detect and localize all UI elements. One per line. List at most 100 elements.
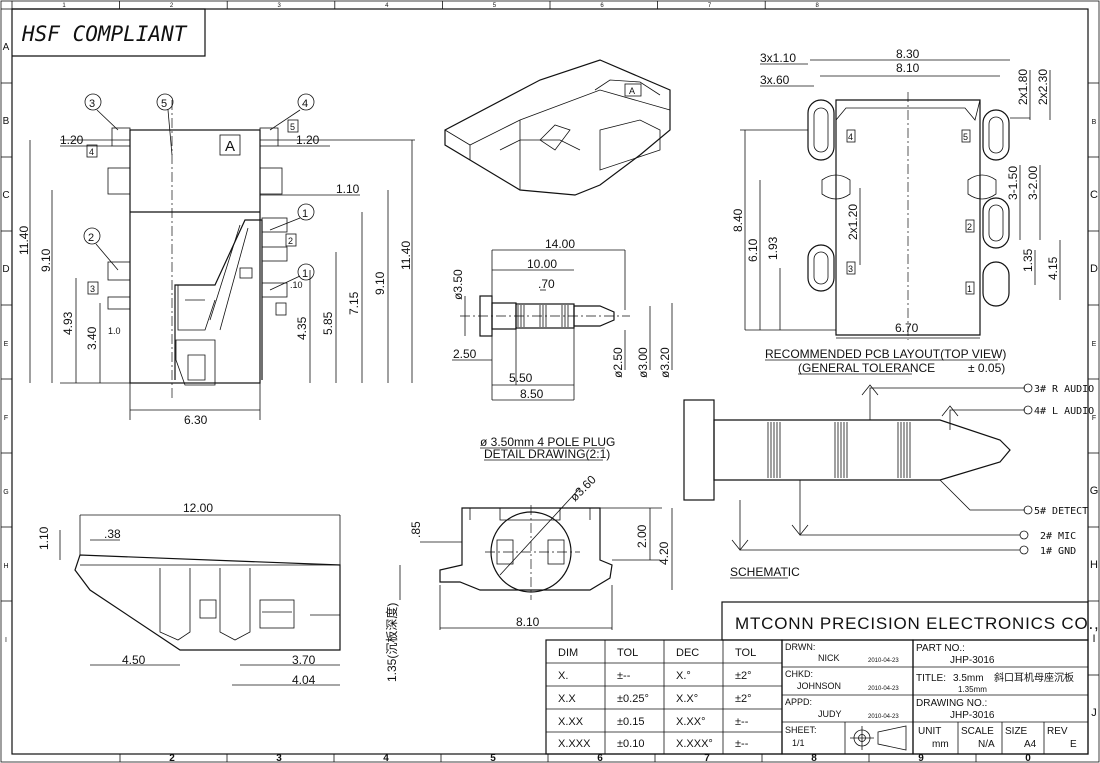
svg-text:A: A [225, 138, 235, 155]
dim-label: 11.40 [17, 226, 31, 255]
title-cn: 斜口耳机母座沉板 [994, 671, 1074, 684]
dim-label: 8.30 [896, 47, 920, 61]
size-label: SIZE [1005, 726, 1028, 737]
callout-label: 2 [88, 232, 94, 244]
sheet-value: 1/1 [792, 738, 805, 748]
dim-label: 3.70 [292, 653, 316, 667]
dim-label: 1.20 [60, 133, 84, 147]
dim-label: 4.04 [292, 673, 316, 687]
grid-label-left: F [4, 415, 8, 422]
grid-label-bottom: 2 [169, 753, 175, 763]
dim-label: 8.50 [520, 387, 544, 401]
grid-label-left: H [3, 563, 8, 570]
drawing-value: JHP-3016 [950, 710, 995, 721]
dim-label: 7.15 [347, 291, 361, 315]
callout-label: 1 [302, 268, 308, 280]
tol-cell: X. [558, 670, 568, 682]
grid-label-left: C [2, 190, 9, 201]
schematic-pin-label: 1# GND [1040, 546, 1076, 557]
schematic [683, 383, 1033, 579]
pad-label: 4 [848, 132, 853, 142]
grid-label-left: G [3, 489, 8, 496]
dim-label: 2x2.30 [1036, 69, 1050, 105]
title-block-labels: MTCONN PRECISION ELECTRONICS CO.,LTD DIM… [558, 614, 1100, 750]
dim-label: .38 [104, 527, 121, 541]
dim-label: 1.35 [1021, 248, 1035, 272]
company-name: MTCONN PRECISION ELECTRONICS CO.,LTD [735, 614, 1100, 633]
end-view-labels: ø3.60 .85 2.00 4.20 8.10 1.35(沉板深度) [384, 472, 671, 682]
drawing-label: DRAWING NO.: [916, 698, 987, 709]
callout-label: 5 [161, 98, 167, 110]
dim-label: 14.00 [545, 237, 575, 251]
rev-value: E [1070, 739, 1077, 750]
dim-label: .70 [538, 277, 555, 291]
tol-cell: X.XX° [676, 716, 705, 728]
dim-label: 12.00 [183, 501, 213, 515]
dim-label: .10 [290, 280, 303, 290]
pad-label: 3 [848, 264, 853, 274]
tol-header: DIM [558, 647, 578, 659]
dim-label: 4.35 [295, 316, 309, 340]
dim-label: 4.50 [122, 653, 146, 667]
title-sub: 1.35mm [958, 685, 987, 694]
dim-label: 4.15 [1046, 256, 1060, 280]
pcb-caption: (GENERAL TOLERANCE [798, 361, 935, 375]
dim-label: 1.10 [336, 182, 360, 196]
dim-label: 4.93 [61, 311, 75, 335]
size-value: A4 [1024, 739, 1037, 750]
appd-label: APPD: [785, 697, 812, 707]
grid-label-left: E [4, 341, 9, 348]
part-label: PART NO.: [916, 643, 965, 654]
title-label: TITLE: [916, 673, 946, 684]
chkd-date: 2010-04-23 [868, 686, 899, 692]
schematic-pin-label: 3# R AUDIO [1034, 384, 1094, 395]
grid-label-top: 8 [816, 3, 820, 9]
svg-text:A: A [629, 86, 635, 96]
schematic-pin-label: 2# MIC [1040, 531, 1076, 542]
pin-tag: 3 [90, 284, 95, 294]
side-view-labels: 12.00 1.10 .38 4.50 3.70 4.04 [37, 501, 316, 687]
dim-label: 1.35(沉板深度) [384, 603, 399, 682]
tol-cell: ±0.25° [617, 693, 649, 705]
plug-caption: ø 3.50mm 4 POLE PLUG [480, 435, 615, 449]
projection-symbol-icon [850, 725, 907, 751]
dim-label: 1.93 [766, 236, 780, 260]
dim-label: 4.20 [657, 541, 671, 565]
dim-label: 3x.60 [760, 73, 790, 87]
pcb-labels: 8.30 8.10 3x1.10 3x.60 2x1.80 2x2.30 3-1… [731, 47, 1060, 375]
grid-label-right: D [1090, 263, 1098, 275]
dim-label: 5.50 [509, 371, 533, 385]
drwn-date: 2010-04-23 [868, 658, 899, 664]
plug-detail-labels: 14.00 10.00 .70 ø3.50 2.50 5.50 8.50 ø2.… [451, 237, 672, 461]
dim-label: 3-1.50 [1006, 166, 1020, 200]
tol-cell: X.XXX [558, 738, 591, 750]
tol-cell: ±0.10 [617, 738, 644, 750]
dim-label: .85 [409, 521, 423, 538]
tol-cell: ±-- [735, 716, 749, 728]
grid-label-right: E [1092, 341, 1097, 348]
dim-label: 3x1.10 [760, 51, 796, 65]
callout-label: 3 [89, 98, 95, 110]
grid-label-bottom: 7 [704, 753, 710, 763]
tol-cell: X.X [558, 693, 576, 705]
callout-label: 1 [302, 208, 308, 220]
tol-cell: ±-- [735, 738, 749, 750]
dim-label: 10.00 [527, 257, 557, 271]
chkd-value: JOHNSON [797, 681, 841, 691]
dim-label: 11.40 [399, 241, 413, 270]
grid-label-right: C [1090, 189, 1098, 201]
plug-detail [452, 249, 673, 461]
appd-value: JUDY [818, 709, 842, 719]
grid-label-right: J [1091, 707, 1097, 719]
unit-label: UNIT [918, 726, 941, 737]
dim-label: 1.20 [296, 133, 320, 147]
tol-cell: X.° [676, 670, 691, 682]
grid-label-left: D [2, 264, 9, 275]
side-view [59, 514, 341, 686]
grid-label-top: 5 [493, 3, 497, 9]
grid-label-bottom: 4 [383, 753, 389, 763]
schematic-caption: SCHEMATIC [730, 565, 800, 579]
drwn-label: DRWN: [785, 642, 815, 652]
